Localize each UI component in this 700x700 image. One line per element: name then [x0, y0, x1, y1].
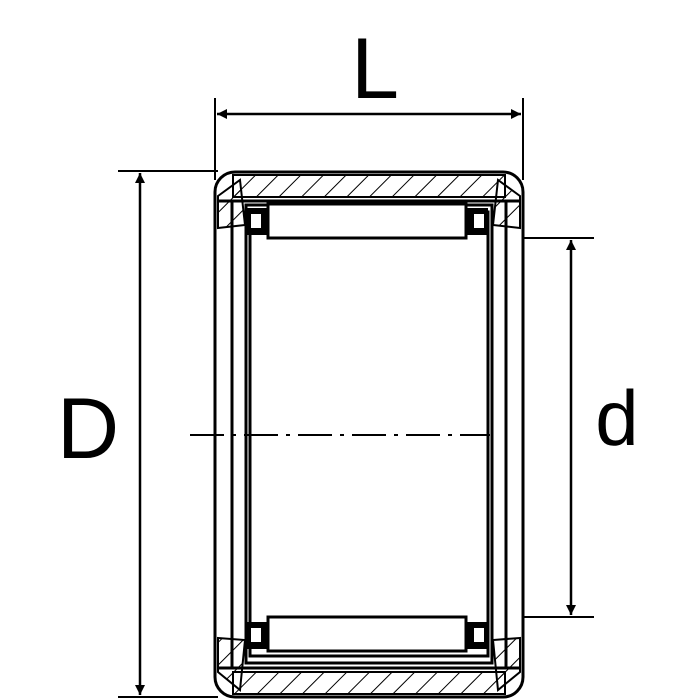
needle-roller-top: [266, 202, 468, 240]
cage-hole-top-left: [251, 214, 261, 228]
label-length: L: [351, 21, 399, 117]
cage-pocket-holes: [251, 214, 484, 642]
needle-rollers: [266, 202, 468, 653]
dimension-lines: [135, 109, 576, 695]
cage-hole-bottom-left: [251, 628, 261, 642]
label-inner-diameter: d: [595, 374, 638, 462]
outer-ring-top-hatch: [232, 174, 506, 198]
cage-hole-top-right: [474, 214, 484, 228]
needle-roller-bottom: [266, 615, 468, 653]
lip-bottom-left: [217, 636, 247, 692]
label-outer-diameter: D: [57, 381, 119, 477]
outer-ring-bottom-hatch: [232, 671, 506, 695]
lip-bottom-right: [491, 636, 521, 692]
cage-hole-bottom-right: [474, 628, 484, 642]
